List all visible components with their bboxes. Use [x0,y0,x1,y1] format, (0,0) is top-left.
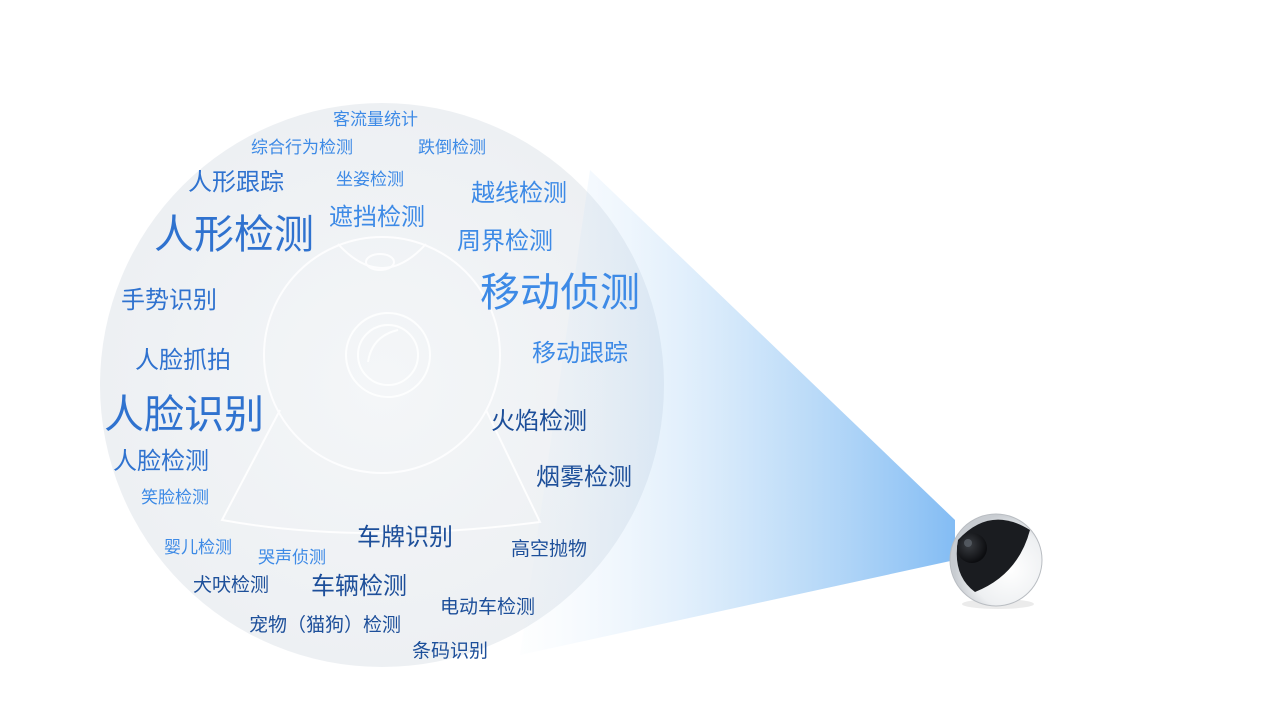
label-smile-detection: 笑脸检测 [141,488,209,508]
label-face-recognition: 人脸识别 [104,392,264,438]
label-fall-detection: 跌倒检测 [418,138,486,158]
label-pet-cat-dog-detection: 宠物（猫狗）检测 [249,614,402,636]
label-license-plate-recognition: 车牌识别 [357,523,453,551]
label-e-bike-detection: 电动车检测 [440,596,536,618]
camera-watermark-icon [220,236,542,534]
label-perimeter-detection: 周界检测 [457,227,553,255]
camera-view-beam [520,170,955,655]
label-high-altitude-throwing: 高空抛物 [511,538,588,560]
label-motion-tracking: 移动跟踪 [532,339,628,367]
label-motion-detection: 移动侦测 [480,270,640,316]
label-human-detection: 人形检测 [154,212,314,258]
label-crying-detection: 哭声侦测 [258,548,326,568]
label-human-tracking: 人形跟踪 [188,168,284,196]
label-line-crossing-detection: 越线检测 [471,179,567,207]
label-customer-flow-statistics: 客流量统计 [333,110,418,130]
label-gesture-recognition: 手势识别 [121,286,217,314]
label-face-detection: 人脸检测 [113,447,209,475]
label-dog-barking-detection: 犬吠检测 [193,574,270,596]
label-baby-detection: 婴儿检测 [164,538,232,558]
label-flame-detection: 火焰检测 [491,407,587,435]
label-face-capture: 人脸抓拍 [135,346,231,374]
label-comprehensive-behavior-detection: 综合行为检测 [251,138,353,158]
label-barcode-recognition: 条码识别 [412,640,489,662]
label-occlusion-detection: 遮挡检测 [329,203,425,231]
label-smoke-detection: 烟雾检测 [536,463,632,491]
security-camera-icon [949,513,1043,609]
label-sitting-posture-detection: 坐姿检测 [336,170,404,190]
label-vehicle-detection: 车辆检测 [311,572,407,600]
